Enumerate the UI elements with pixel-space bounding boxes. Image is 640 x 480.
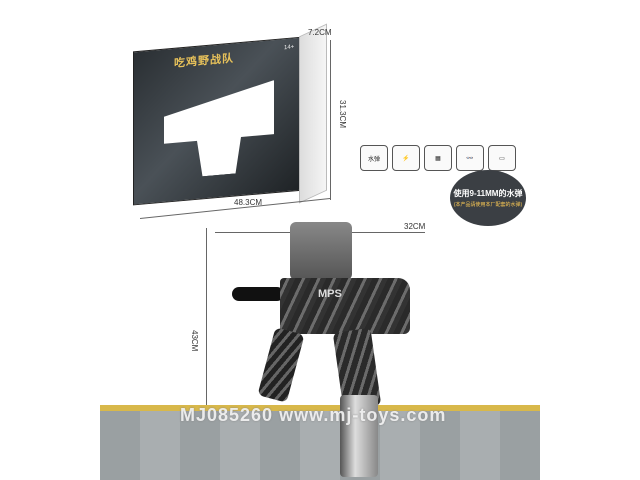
dimension-gun-height: 43CM [190,330,199,352]
water-bomb-size-badge: 使用9-11MM的水弹 (本产品请使用本厂配套的水弹) [450,170,526,226]
gun-top-rail [290,222,352,280]
accessory-icon: ▦ [424,145,452,171]
goggles-icon: 👓 [456,145,484,171]
dimension-gun-length: 32CM [404,222,426,231]
charger-icon: ⚡ [392,145,420,171]
badge-line1: 使用9-11MM的水弹 [453,189,523,198]
box-title: 吃鸡野战队 [174,52,234,70]
box-age-label: 14+ [284,44,295,52]
badge-line2: (本产品请使用本厂配套的水弹) [453,202,523,208]
dimension-line-box-height [330,40,331,200]
product-box: 吃鸡野战队 14+ [133,36,303,206]
water-bomb-icon: 水弹 [360,145,388,171]
dimension-box-width: 48.3CM [234,198,263,207]
product-box-side [299,23,327,204]
gun-label: MPS [318,288,342,300]
dimension-line-gun-height [206,228,207,473]
backdrop-wall [100,410,540,480]
backdrop-stripe [100,405,540,411]
gun-front-grip [257,327,305,403]
dimension-box-depth: 7.2CM [308,28,332,37]
box-window [164,80,274,180]
watermark: MJ085260 www.mj-toys.com [180,405,447,425]
battery-icon: ▭ [488,145,516,171]
gun-barrel [232,287,284,301]
dimension-box-height: 31.3CM [338,100,347,129]
gun-water-tank [340,395,378,477]
feature-label: 水弹 [367,156,380,163]
gun-body [280,278,410,334]
